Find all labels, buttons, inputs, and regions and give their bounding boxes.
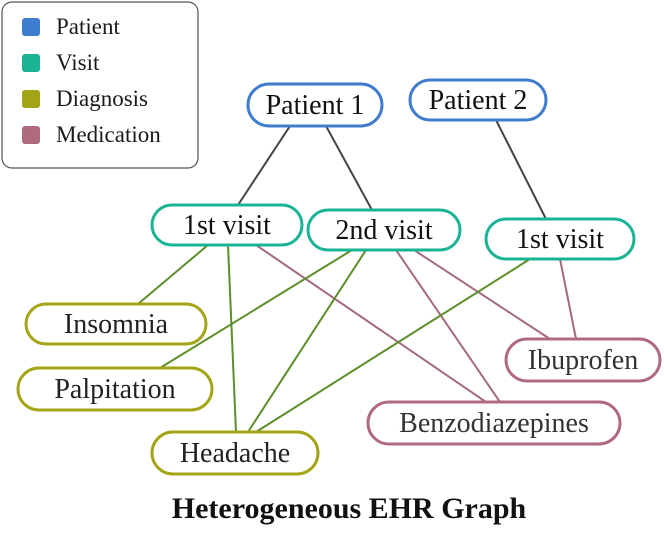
legend-frame (1, 1, 199, 169)
node-label-d2: Palpitation (54, 374, 175, 405)
node-v3: 1st visit (484, 217, 636, 261)
node-v2: 2nd visit (306, 208, 462, 252)
node-label-m1: Ibuprofen (528, 345, 638, 376)
edge-v2-d2 (159, 249, 353, 369)
node-box-v2 (306, 208, 462, 252)
node-box-v3 (484, 217, 636, 261)
nodes-layer: Patient 1 Patient 2 1st visit 2nd visit 1st … (16, 78, 662, 476)
edge-v2-m2 (395, 249, 501, 403)
legend-label-medication: Medication (56, 122, 161, 147)
node-box-d3 (150, 430, 320, 476)
legend-swatch-diagnosis (22, 90, 40, 108)
edge-v1-m2 (255, 244, 487, 403)
node-label-p1: Patient 1 (266, 90, 365, 121)
node-box-d2 (16, 366, 214, 412)
node-d3: Headache (150, 430, 320, 476)
legend-swatch-visit (22, 54, 40, 72)
node-box-m2 (366, 400, 622, 446)
node-box-m1 (504, 337, 662, 383)
edge-v1-d3 (227, 244, 237, 433)
edge-v2-d3 (247, 249, 367, 433)
node-label-v3: 1st visit (516, 224, 604, 255)
node-v1: 1st visit (150, 203, 304, 247)
node-label-v1: 1st visit (183, 210, 271, 241)
legend-swatch-patient (22, 18, 40, 36)
node-box-v1 (150, 203, 304, 247)
edge-p2-v3 (495, 119, 547, 220)
node-box-d1 (24, 302, 208, 346)
node-p2: Patient 2 (408, 78, 548, 122)
node-d2: Palpitation (16, 366, 214, 412)
edge-p1-v2 (325, 125, 373, 211)
legend-label-diagnosis: Diagnosis (56, 86, 148, 111)
edge-v2-m1 (413, 249, 551, 340)
node-d1: Insomnia (24, 302, 208, 346)
node-label-d3: Headache (180, 438, 290, 469)
node-label-p2: Patient 2 (429, 85, 528, 116)
node-m1: Ibuprofen (504, 337, 662, 383)
node-label-d1: Insomnia (64, 309, 169, 340)
node-m2: Benzodiazepines (366, 400, 622, 446)
node-label-m2: Benzodiazepines (399, 408, 589, 439)
legend-swatch-medication (22, 126, 40, 144)
edges-layer (137, 119, 577, 433)
legend-label-visit: Visit (56, 50, 100, 75)
edge-p1-v1 (237, 125, 291, 206)
edge-v3-m1 (559, 258, 577, 340)
node-box-p2 (408, 78, 548, 122)
node-label-v2: 2nd visit (335, 215, 432, 246)
edge-v3-d3 (255, 258, 531, 433)
node-box-p1 (246, 82, 384, 128)
edge-v1-d1 (137, 244, 209, 305)
legend-label-patient: Patient (56, 14, 120, 39)
graph-caption: Heterogeneous EHR Graph (172, 492, 527, 525)
node-p1: Patient 1 (246, 82, 384, 128)
